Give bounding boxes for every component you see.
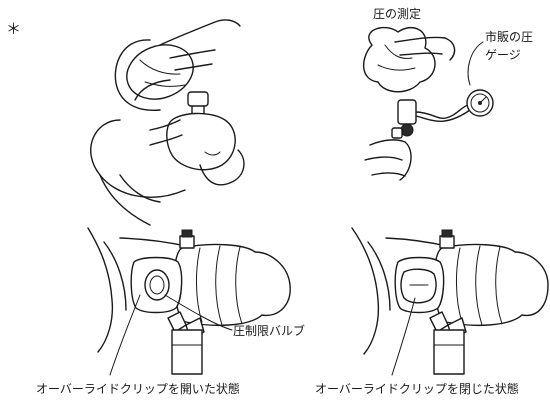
asterisk-mark: ＊ bbox=[6, 20, 22, 38]
gauge-label-line2: ゲージ bbox=[485, 48, 521, 62]
caption-clip-open: オーバーライドクリップを開いた状態 bbox=[36, 382, 240, 396]
caption-clip-closed: オーバーライドクリップを閉じた状態 bbox=[315, 382, 519, 396]
gauge-label-line1: 市販の圧 bbox=[485, 30, 534, 44]
pressure-relief-valve-label: 圧制限バルブ bbox=[233, 324, 306, 338]
pressure-measurement-title: 圧の測定 bbox=[373, 7, 422, 21]
